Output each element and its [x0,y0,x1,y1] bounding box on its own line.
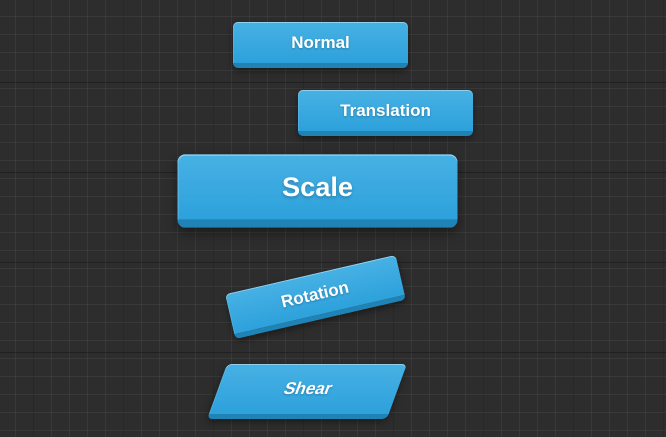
rotation-button[interactable]: Rotation [225,254,406,340]
shear-button[interactable]: Shear [206,364,408,419]
normal-button-label: Normal [291,32,350,52]
scale-button[interactable]: Scale [177,154,458,228]
translation-button-label: Translation [340,100,431,120]
scale-button-label: Scale [281,171,354,202]
rotation-button-label: Rotation [279,277,351,312]
shear-button-label: Shear [281,379,336,398]
translation-button[interactable]: Translation [298,90,473,136]
normal-button[interactable]: Normal [233,22,408,68]
